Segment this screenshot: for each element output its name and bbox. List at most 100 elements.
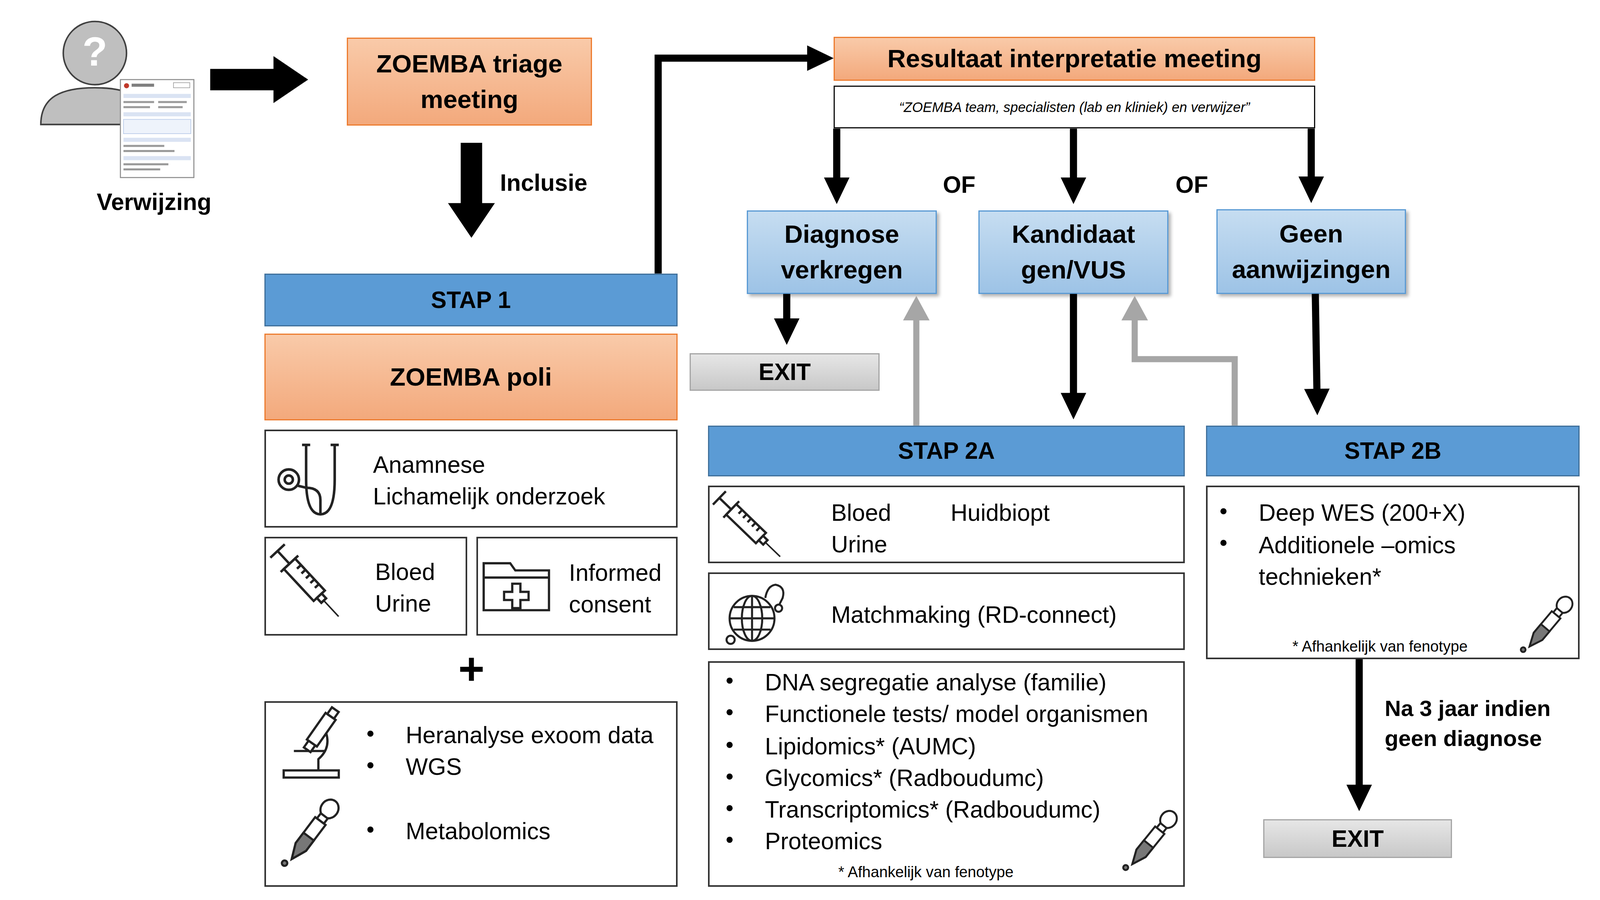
referral-form (123, 137, 191, 142)
connector-line (210, 68, 275, 91)
node-text: Anamnese (373, 449, 486, 481)
node-text: Metabolomics (405, 815, 551, 847)
person-icon (40, 21, 149, 125)
connector-line (1070, 294, 1078, 394)
node-text: Glycomics* (Radboudumc) (764, 762, 1044, 794)
node-text: STAP 1 (430, 283, 511, 317)
step-band: STAP 1 (264, 273, 678, 327)
edge-label: Na 3 jaar indien geen diagnose (1384, 693, 1574, 754)
node-text: Lipidomics* (AUMC) (764, 730, 976, 763)
referral-form (123, 168, 161, 171)
step-band: STAP 2B (1206, 425, 1580, 477)
connector-line (1315, 294, 1317, 390)
sample-box: BloedUrine (264, 536, 468, 636)
connector-arrow (1121, 296, 1235, 426)
referral-form (123, 112, 191, 117)
arrow-head (1060, 177, 1087, 204)
or-label: OF (942, 168, 976, 201)
connector-line (833, 128, 841, 178)
arrow-head (903, 296, 930, 321)
referral-form (158, 106, 183, 108)
node-text: “ZOEMBA team, specialisten (lab en klini… (899, 97, 1250, 117)
edge-label: Inclusie (500, 166, 588, 199)
node-text: Urine (831, 528, 888, 561)
arrow-head (774, 318, 800, 345)
node-text: Proteomics (764, 825, 882, 858)
node-text: Transcriptomics* (Radboudumc) (764, 794, 1101, 826)
step-band: STAP 2A (708, 425, 1185, 477)
node-text: Heranalyse exoom data (405, 719, 654, 752)
connector-line (913, 319, 920, 426)
node-text: STAP 2A (898, 434, 995, 468)
participants-box: “ZOEMBA team, specialisten (lab en klini… (833, 85, 1316, 129)
arrow-head (273, 56, 309, 103)
sample-box: BloedUrine Huidbiopt (708, 485, 1185, 564)
meeting-box: Resultaat interpretatie meeting (833, 36, 1316, 81)
referral-form (123, 101, 155, 104)
referral-form (120, 79, 194, 178)
referral-form (131, 83, 154, 87)
node-text: Deep WES (200+X) (1258, 496, 1466, 529)
node-text: Bloed (375, 556, 436, 588)
node-text: ZOEMBA triage meeting (372, 46, 567, 118)
or-label: OF (1175, 168, 1208, 201)
node-text: Huidbiopt (950, 496, 1050, 529)
connector-line (1070, 128, 1078, 178)
node-text: Diagnose verkregen (757, 216, 926, 288)
unknown-mark: ? (82, 24, 108, 80)
node-text: Bloed (831, 496, 892, 529)
connector-line (783, 294, 791, 320)
arrow-head (1060, 392, 1087, 420)
node-text: ZOEMBA poli (390, 359, 552, 395)
referral-form (123, 156, 191, 160)
connector-arrow (448, 142, 495, 238)
node-text: Verwijzing (81, 186, 227, 218)
plus-sign: + (458, 639, 485, 700)
node-text: STAP 2B (1344, 434, 1442, 468)
person-icon (40, 87, 149, 125)
exam-box: AnamneseLichamelijk onderzoek (264, 429, 678, 528)
arrow-head (824, 177, 850, 204)
analysis-box: Deep WES (200+X)Additionele –omics techn… (1206, 485, 1580, 660)
connector-arrow (1304, 294, 1330, 416)
analysis-box: DNA segregatie analyse (familie)Function… (708, 661, 1185, 887)
node-text: Kandidaat gen/VUS (989, 216, 1158, 288)
meeting-box: ZOEMBA triage meeting (346, 37, 592, 126)
connector-arrow (210, 56, 309, 103)
node-text: EXIT (1331, 822, 1384, 856)
node-text: Matchmaking (RD-connect) (831, 599, 1117, 631)
connector-arrow (1346, 659, 1372, 812)
referral-form (158, 101, 187, 104)
referral-form (173, 82, 190, 88)
referral-form (123, 119, 191, 134)
node-text: * Afhankelijk van fenotype (1292, 636, 1468, 657)
connector-line (1355, 659, 1363, 786)
referral-form (124, 83, 130, 89)
connector-line (1307, 128, 1315, 178)
arrow-head (1298, 176, 1324, 203)
connector-line (460, 142, 483, 204)
connector-arrow (824, 128, 850, 204)
node-text: Geen aanwijzingen (1227, 216, 1396, 288)
referrer-node: Verwijzing (38, 18, 211, 220)
arrow-head (807, 45, 834, 72)
exit-box: EXIT (689, 353, 880, 391)
referral-form (123, 144, 165, 147)
connector-arrow (774, 294, 800, 346)
node-text: Functionele tests/ model organismen (764, 698, 1149, 730)
outcome-box: Kandidaat gen/VUS (978, 210, 1168, 294)
clinic-box: ZOEMBA poli (264, 333, 678, 421)
node-text: * Afhankelijk van fenotype (838, 861, 1014, 883)
connector-arrow (1060, 128, 1087, 204)
connector-line (1134, 319, 1235, 426)
connector-arrow (903, 296, 930, 426)
arrow-head (1346, 784, 1372, 812)
node-text: Urine (375, 587, 432, 620)
node-text: WGS (405, 751, 462, 783)
referral-form (123, 106, 150, 108)
referral-form (120, 79, 194, 178)
consent-box: Informed consent (476, 536, 678, 636)
referral-form (123, 94, 191, 98)
outcome-box: Geen aanwijzingen (1216, 209, 1406, 294)
node-text: Informed consent (568, 556, 676, 620)
